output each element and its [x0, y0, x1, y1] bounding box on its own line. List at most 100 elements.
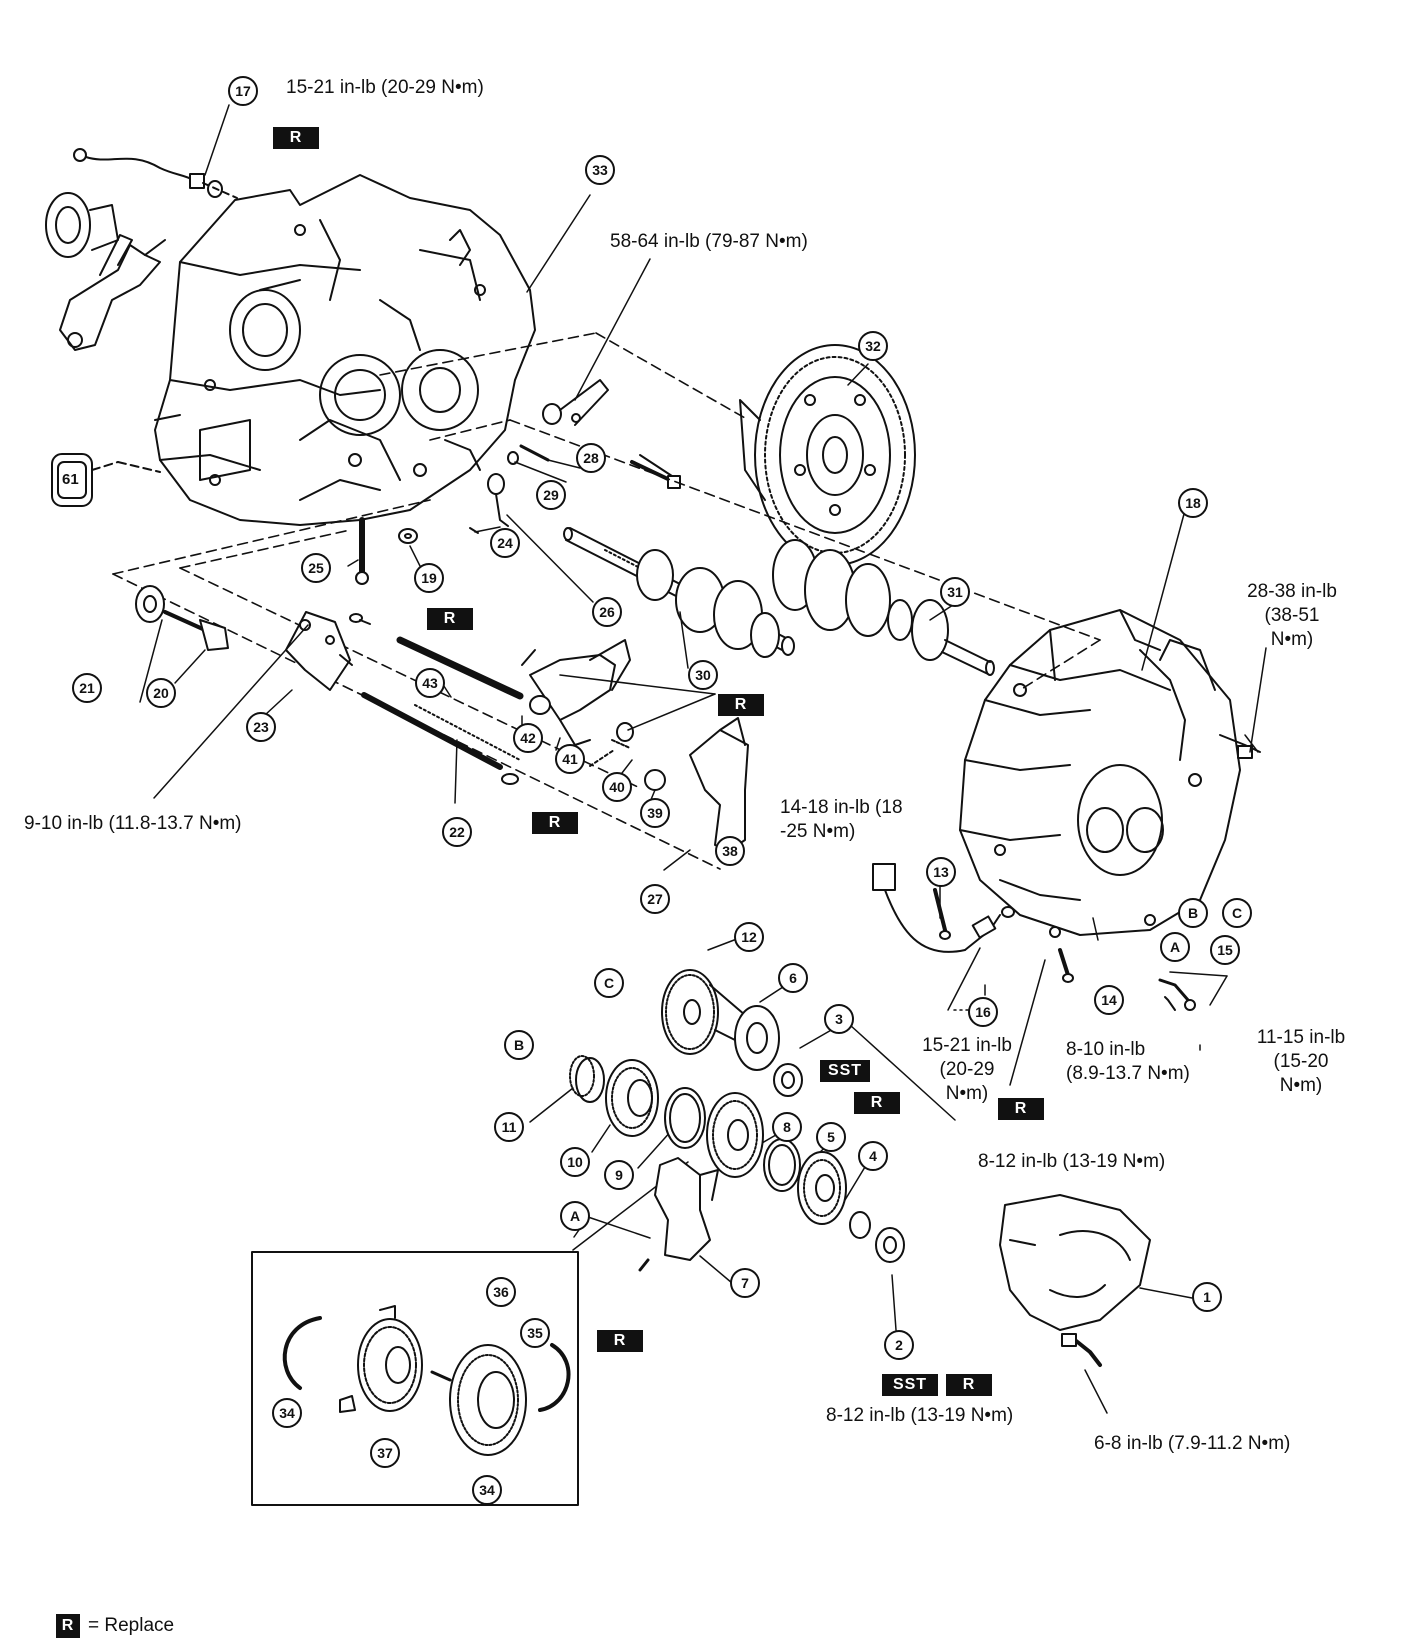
callout-8: 8 — [772, 1112, 802, 1142]
transaxle-case — [959, 609, 1261, 936]
callout-27: 27 — [640, 884, 670, 914]
callout-41: 41 — [555, 744, 585, 774]
torque-label-16-line3: N•m) — [945, 1083, 989, 1104]
torque-label-15-line2: (15-20 — [1273, 1051, 1329, 1072]
sensor-harness — [872, 863, 1196, 1011]
torque-label-18-line2: (38-51 — [1264, 605, 1320, 626]
callout-30: 30 — [688, 660, 718, 690]
callout-4: 4 — [858, 1141, 888, 1171]
callout-29: 29 — [536, 480, 566, 510]
callout-36: 36 — [486, 1277, 516, 1307]
callout-34-right: 34 — [472, 1475, 502, 1505]
callout-42: 42 — [513, 723, 543, 753]
speed-sensor — [73, 148, 238, 199]
callout-20: 20 — [146, 678, 176, 708]
sensor-bolt-parts — [135, 585, 229, 651]
replace-badge-43: R — [427, 608, 473, 630]
callout-39: 39 — [640, 798, 670, 828]
callout-32: 32 — [858, 331, 888, 361]
replace-badge-3: R — [854, 1092, 900, 1114]
torque-label-16: 15-21 in-lb (20-29 N•m) — [902, 1034, 1032, 1106]
callout-2: 2 — [884, 1330, 914, 1360]
callout-40: 40 — [602, 772, 632, 802]
callout-26: 26 — [592, 597, 622, 627]
callout-5: 5 — [816, 1122, 846, 1152]
callout-17: 17 — [228, 76, 258, 106]
torque-label-23: 9-10 in-lb (11.8-13.7 N•m) — [24, 813, 242, 834]
fifth-gear-stack — [569, 969, 905, 1272]
callout-12: 12 — [734, 922, 764, 952]
torque-label-15-line3: N•m) — [1279, 1075, 1323, 1096]
callout-10: 10 — [560, 1147, 590, 1177]
replace-badge-22: R — [532, 812, 578, 834]
secondary-shaft — [772, 539, 995, 676]
torque-label-38-line2: -25 N•m) — [780, 821, 856, 842]
callout-38: 38 — [715, 836, 745, 866]
callout-31: 31 — [940, 577, 970, 607]
differential-gear — [739, 344, 916, 566]
replace-badge-forks: R — [718, 694, 764, 716]
rear-cover — [999, 1194, 1151, 1367]
torque-label-18-line3: N•m) — [1270, 629, 1314, 650]
torque-label-16-line1: 15-21 in-lb — [922, 1035, 1012, 1056]
callout-28: 28 — [576, 443, 606, 473]
release-bearing-and-fork — [45, 192, 166, 351]
callout-21: 21 — [72, 673, 102, 703]
ref-letter-c-gear: C — [594, 968, 624, 998]
callout-9: 9 — [604, 1160, 634, 1190]
clutch-housing — [154, 174, 536, 526]
torque-label-38-line1: 14-18 in-lb (18 — [780, 797, 903, 818]
torque-label-38: 14-18 in-lb (18 -25 N•m) — [780, 796, 903, 844]
bearing-bracket — [542, 379, 681, 489]
callout-43: 43 — [415, 668, 445, 698]
shift-rods — [349, 613, 524, 785]
replace-badge-17: R — [273, 127, 319, 149]
sst-badge-2: SST — [882, 1374, 938, 1396]
connector-label: 61 — [62, 471, 79, 488]
callout-23: 23 — [246, 712, 276, 742]
ref-letter-b-gear: B — [504, 1030, 534, 1060]
callout-35: 35 — [520, 1318, 550, 1348]
callout-34-left: 34 — [272, 1398, 302, 1428]
ref-letter-a-case: A — [1160, 932, 1190, 962]
replace-badge-2: R — [946, 1374, 992, 1396]
callout-16: 16 — [968, 997, 998, 1027]
shift-detent-parts — [355, 444, 550, 585]
replace-badge-7: R — [597, 1330, 643, 1352]
torque-label-14-line1: 8-10 in-lb — [1066, 1039, 1146, 1060]
callout-18: 18 — [1178, 488, 1208, 518]
callout-3: 3 — [824, 1004, 854, 1034]
leader-lines — [139, 104, 1267, 1476]
callout-19: 19 — [414, 563, 444, 593]
callout-7: 7 — [730, 1268, 760, 1298]
ref-letter-a-fork: A — [560, 1201, 590, 1231]
torque-label-18-line1: 28-38 in-lb — [1247, 581, 1337, 602]
torque-label-17: 15-21 in-lb (20-29 N•m) — [286, 77, 484, 98]
ref-letter-c-case: C — [1222, 898, 1252, 928]
sst-badge-3: SST — [820, 1060, 870, 1082]
torque-label-18: 28-38 in-lb (38-51 N•m) — [1222, 580, 1362, 652]
callout-25: 25 — [301, 553, 331, 583]
torque-label-3: 8-12 in-lb (13-19 N•m) — [978, 1151, 1166, 1172]
torque-label-15: 11-15 in-lb (15-20 N•m) — [1236, 1026, 1366, 1098]
ref-letter-b-case: B — [1178, 898, 1208, 928]
callout-24: 24 — [490, 528, 520, 558]
main-shaft — [563, 527, 795, 658]
shift-forks — [521, 639, 749, 851]
torque-label-14-line2: (8.9-13.7 N•m) — [1066, 1063, 1190, 1084]
torque-label-15-line1: 11-15 in-lb — [1256, 1027, 1346, 1048]
callout-11: 11 — [494, 1112, 524, 1142]
legend-replace-symbol: R — [56, 1614, 80, 1638]
callout-13: 13 — [926, 857, 956, 887]
boot-connector — [51, 453, 161, 507]
torque-label-33: 58-64 in-lb (79-87 N•m) — [610, 231, 808, 252]
replace-badge-14: R — [998, 1098, 1044, 1120]
callout-6: 6 — [778, 963, 808, 993]
callout-33: 33 — [585, 155, 615, 185]
torque-label-16-line2: (20-29 — [939, 1059, 995, 1080]
callout-1: 1 — [1192, 1282, 1222, 1312]
callout-14: 14 — [1094, 985, 1124, 1015]
torque-label-1: 6-8 in-lb (7.9-11.2 N•m) — [1094, 1433, 1291, 1454]
